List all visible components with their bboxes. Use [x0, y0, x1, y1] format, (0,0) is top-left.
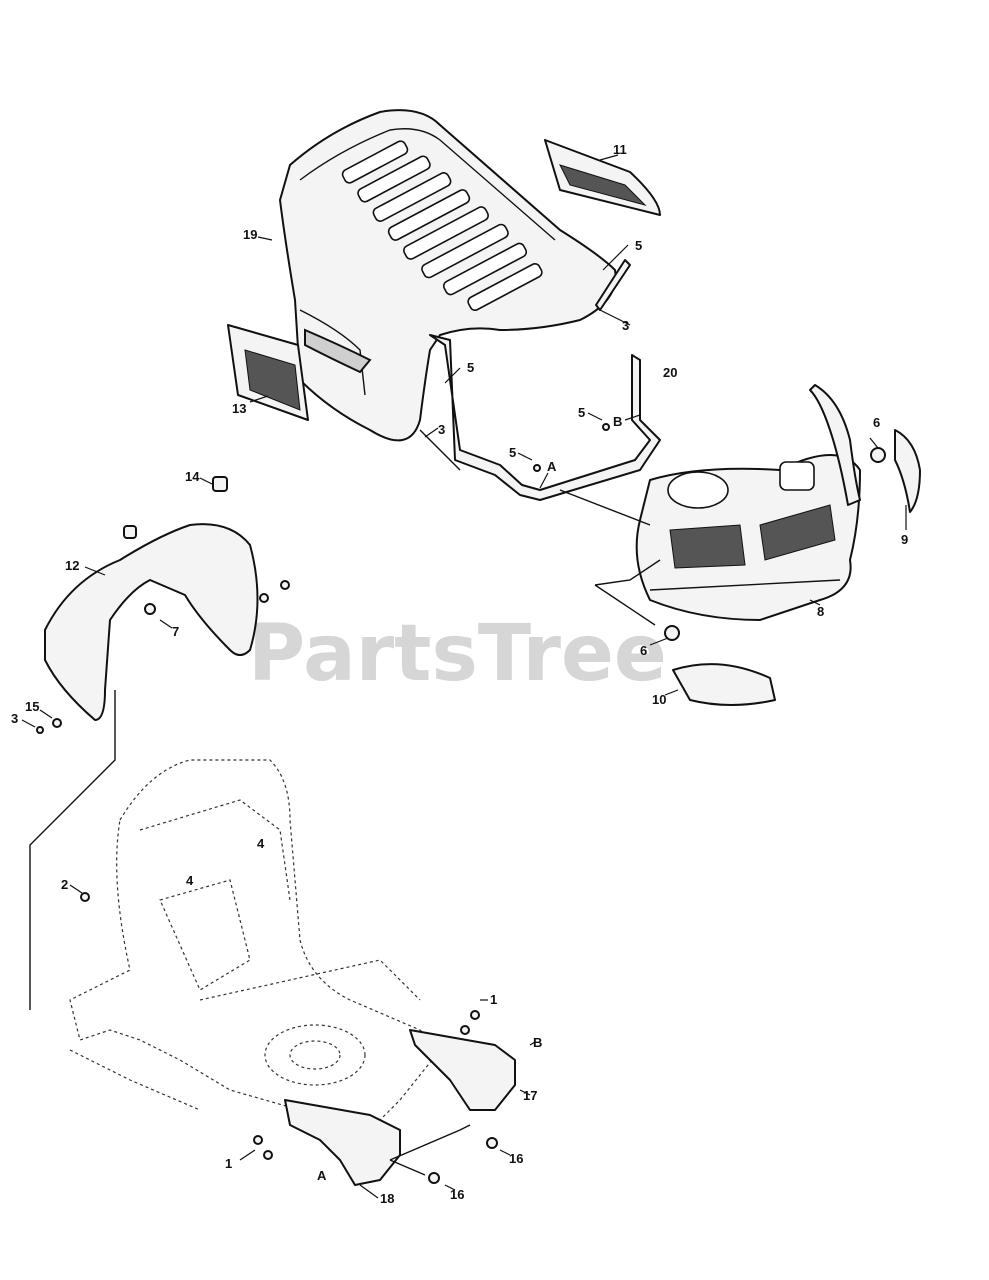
callout-3: 3 [622, 318, 629, 333]
bracket-part-17 [409, 1029, 516, 1111]
callout-9: 9 [901, 532, 908, 547]
front-grille-part-8 [635, 384, 861, 621]
leader-lines [21, 154, 907, 1199]
callout-20: 20 [663, 365, 677, 380]
lens-part-9 [894, 429, 921, 513]
hardware-fasteners [36, 423, 610, 1184]
callout-17: 17 [523, 1088, 537, 1103]
bracket-part-18 [284, 1099, 401, 1186]
side-grille-part-13 [227, 324, 309, 421]
callout-12: 12 [65, 558, 79, 573]
callout-6: 6 [640, 643, 647, 658]
callout-3: 3 [438, 422, 445, 437]
callout-10: 10 [652, 692, 666, 707]
callout-1: 1 [225, 1156, 232, 1171]
callout-11: 11 [613, 142, 627, 157]
callout-3: 3 [11, 711, 18, 726]
callout-16: 16 [450, 1187, 464, 1202]
callout-A: A [547, 459, 557, 474]
callout-15: 15 [25, 699, 39, 714]
callout-7: 7 [172, 624, 179, 639]
side-grille-part-11 [544, 139, 661, 216]
callout-2: 2 [61, 877, 68, 892]
hood-part-19 [279, 109, 617, 442]
watermark-text: PartsTree [248, 609, 667, 699]
knob-part-6-upper [870, 447, 886, 463]
callout-6: 6 [873, 415, 880, 430]
callout-5: 5 [467, 360, 474, 375]
callout-4: 4 [257, 836, 265, 851]
callout-8: 8 [817, 604, 824, 619]
callout-5: 5 [578, 405, 585, 420]
callout-4: 4 [186, 873, 194, 888]
lens-part-10 [672, 663, 776, 706]
callout-labels: 11 19 5 3 20 5 13 3 5 5 B A 6 9 14 12 7 … [11, 142, 908, 1206]
callout-B: B [533, 1035, 542, 1050]
side-panel-part-12 [44, 476, 259, 721]
callout-1: 1 [490, 992, 497, 1007]
callout-14: 14 [185, 469, 200, 484]
hood-bracket-part-20 [429, 259, 661, 501]
callout-18: 18 [380, 1191, 394, 1206]
callout-5: 5 [635, 238, 642, 253]
callout-19: 19 [243, 227, 257, 242]
callout-B: B [613, 414, 622, 429]
tractor-frame [69, 759, 441, 1121]
callout-A: A [317, 1168, 327, 1183]
callout-13: 13 [232, 401, 246, 416]
callout-16: 16 [509, 1151, 523, 1166]
knob-part-6-lower [664, 625, 680, 641]
callout-5: 5 [509, 445, 516, 460]
